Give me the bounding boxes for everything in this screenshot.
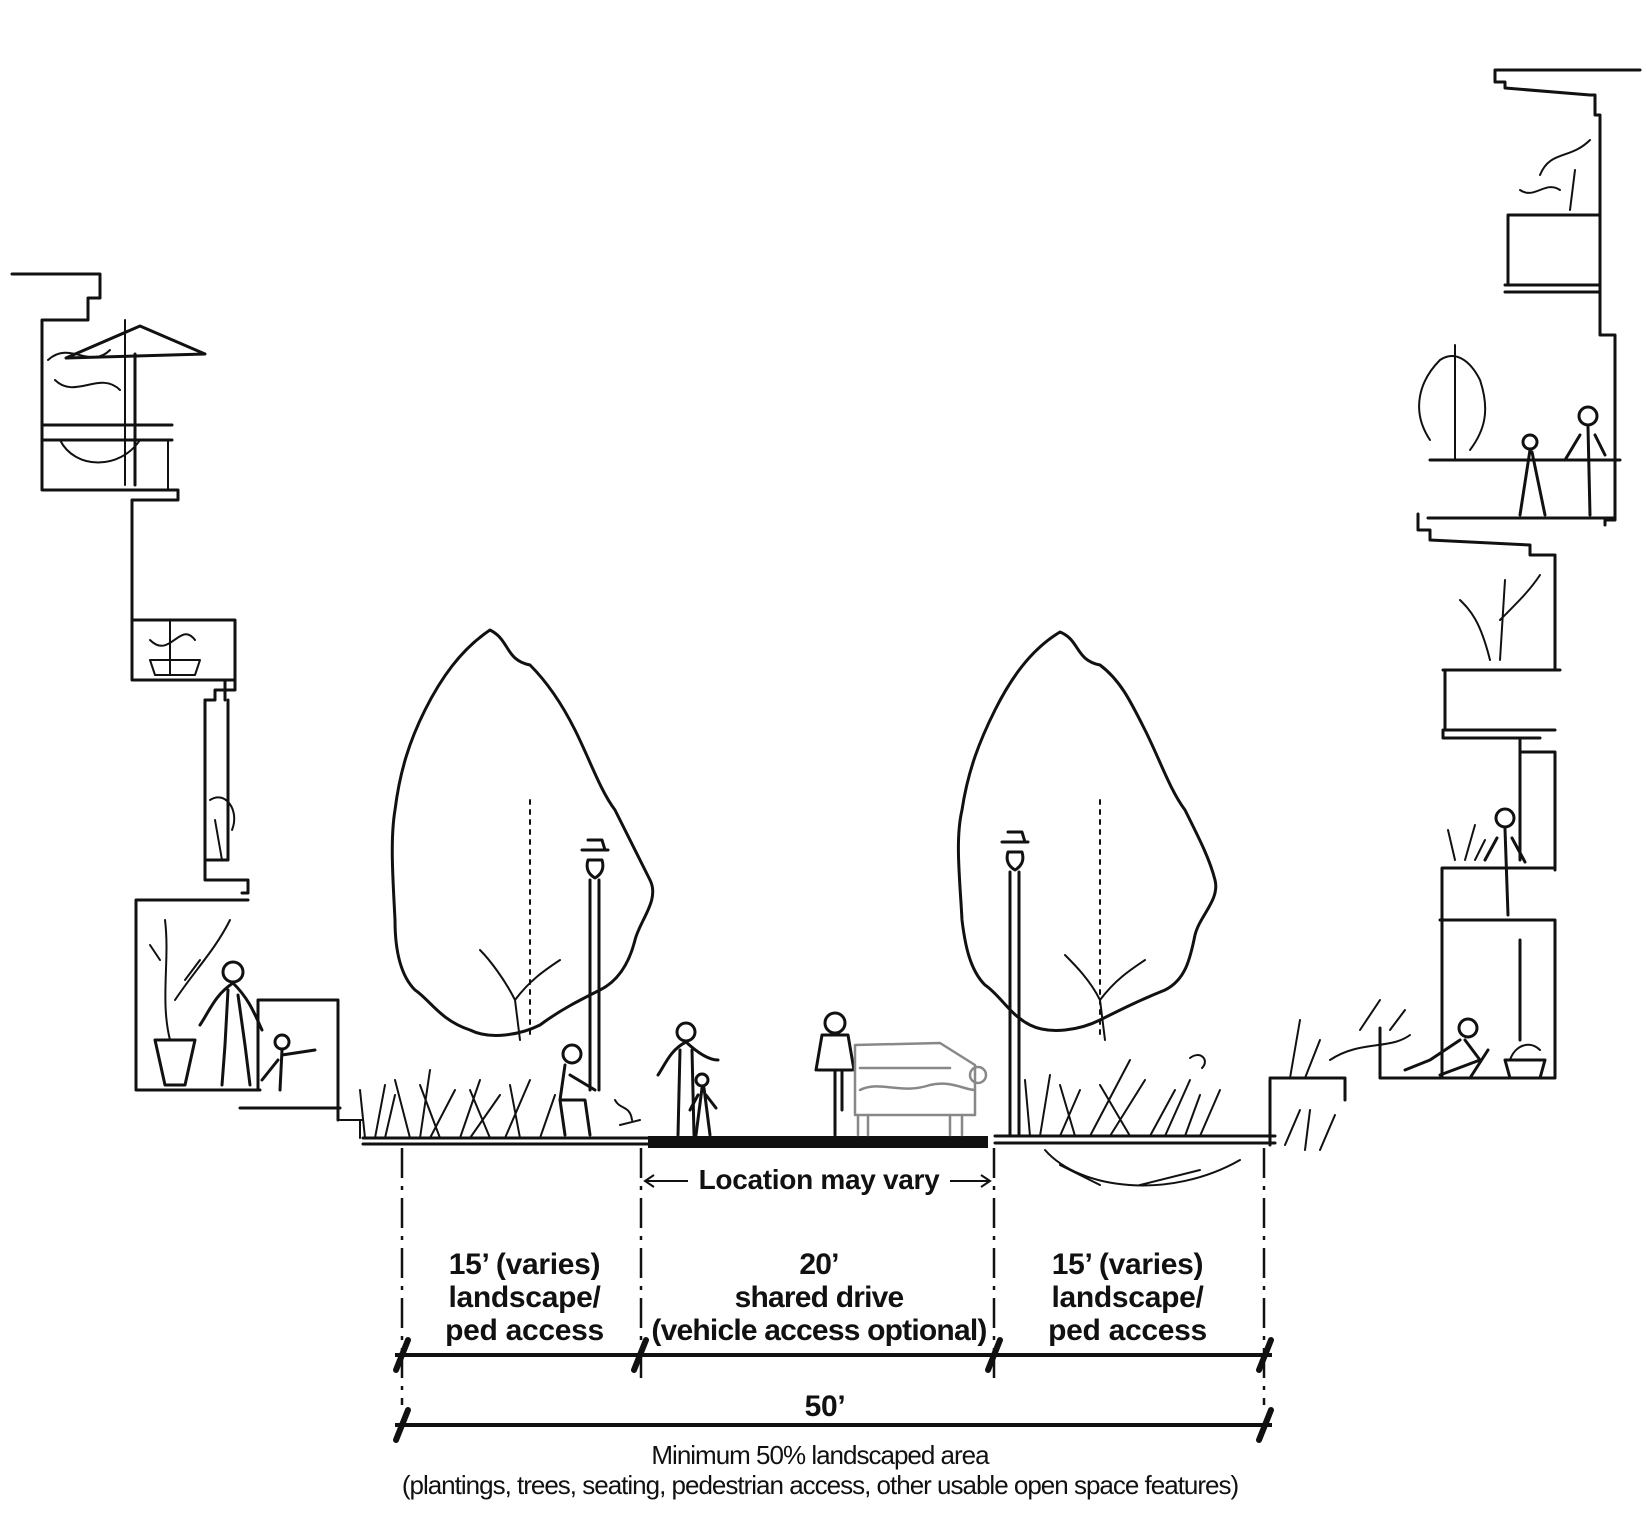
- balcony-child-icon: [1518, 433, 1547, 517]
- dimension-tick: [1256, 1407, 1274, 1443]
- zone-description: shared drive: [734, 1281, 905, 1314]
- zone-description: ped access: [1048, 1314, 1207, 1347]
- seated-person-icon: [558, 1043, 597, 1137]
- lounging-person-icon: [1403, 1017, 1490, 1080]
- zone-label-right-landscape: 15’ (varies) landscape/ ped access: [1015, 1248, 1240, 1347]
- zone-width: 20’: [799, 1248, 839, 1281]
- dimension-tick: [393, 1337, 411, 1373]
- total-width-label: 50’: [804, 1390, 846, 1423]
- right-landscape-zone: [956, 630, 1277, 1187]
- zone-description: (vehicle access optional): [651, 1314, 987, 1347]
- person-child-icon: [260, 1033, 317, 1092]
- lamp-post-icon: [580, 838, 610, 1092]
- zone-description: ped access: [445, 1314, 604, 1347]
- pedestrian-child-icon: [688, 1072, 718, 1137]
- person-parent-icon: [198, 960, 264, 1087]
- dimension-tick: [393, 1407, 411, 1443]
- dimension-tick: [631, 1337, 649, 1373]
- tree-icon: [390, 628, 655, 1041]
- dimension-tick: [1256, 1337, 1274, 1373]
- pedestrian-adult-icon: [656, 1021, 720, 1137]
- zone-description: landscape/: [448, 1281, 601, 1314]
- footnote-line-2: (plantings, trees, seating, pedestrian a…: [401, 1470, 1239, 1500]
- balcony-person-icon: [1563, 405, 1607, 517]
- location-note: Location may vary: [698, 1164, 940, 1195]
- right-building: [1268, 68, 1642, 1151]
- zone-width: 15’ (varies): [1051, 1248, 1204, 1281]
- cyclist-icon: [814, 1011, 856, 1137]
- dimension-lines: [393, 1148, 1274, 1443]
- zone-label-shared-drive: 20’ shared drive (vehicle access optiona…: [645, 1248, 993, 1347]
- zone-label-left-landscape: 15’ (varies) landscape/ ped access: [412, 1248, 637, 1347]
- car-icon: [853, 1041, 988, 1137]
- umbrella-icon: [64, 324, 207, 487]
- footnote-line-1: Minimum 50% landscaped area: [651, 1440, 989, 1470]
- balcony-person-icon: [1483, 807, 1527, 917]
- drive-pavement: [648, 1136, 988, 1148]
- shared-drive-zone: [648, 1011, 988, 1148]
- left-landscape-zone: [339, 628, 655, 1146]
- tree-icon: [956, 630, 1218, 1041]
- lamp-post-icon: [1000, 830, 1030, 1138]
- left-building: [10, 272, 342, 1122]
- zone-description: landscape/: [1051, 1281, 1204, 1314]
- dimension-tick: [985, 1337, 1003, 1373]
- zone-width: 15’ (varies): [448, 1248, 601, 1281]
- location-arrow: [643, 1174, 992, 1188]
